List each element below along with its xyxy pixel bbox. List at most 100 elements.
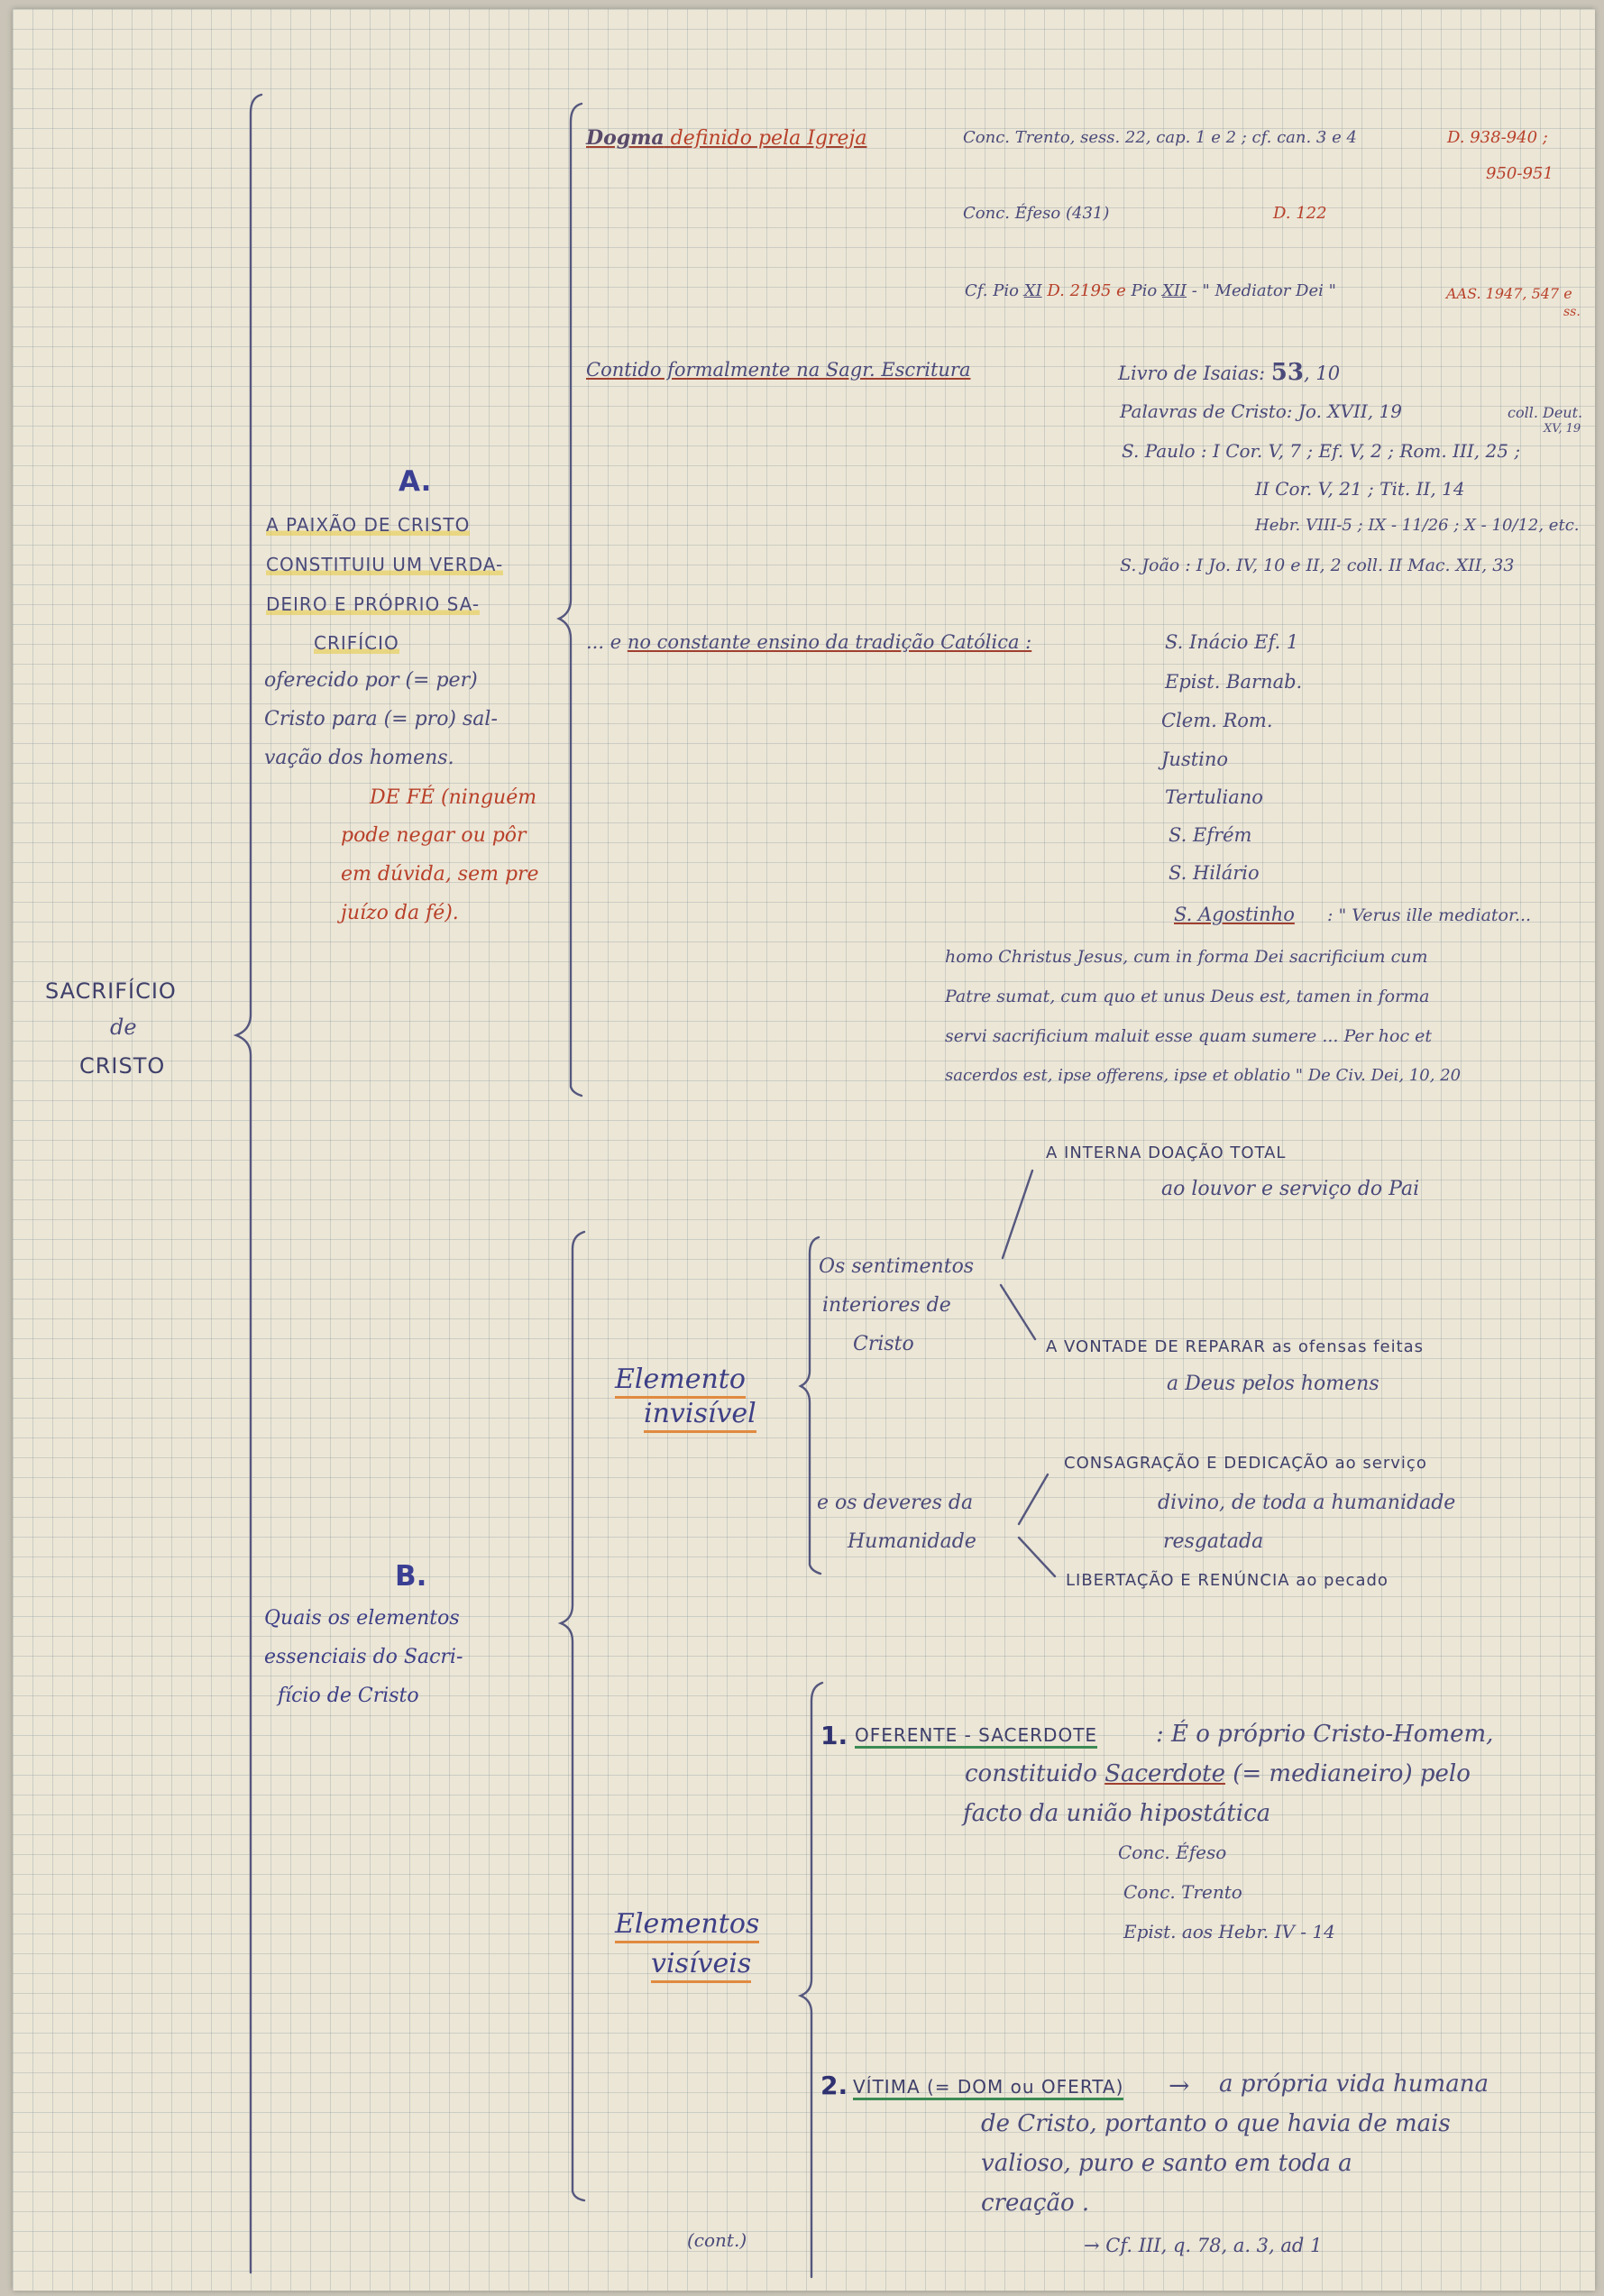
visiveis-item-2-text-4: creação . (981, 2190, 1090, 2217)
tradicao-author-1: S. Inácio Ef. 1 (1165, 631, 1299, 653)
section-b-line-2: essenciais do Sacri- (264, 1646, 463, 1668)
invisivel-label-1: Elemento (615, 1364, 746, 1399)
invisivel-label-2: invisível (644, 1398, 756, 1433)
escritura-isaias-text: Livro de Isaias: (1118, 363, 1266, 384)
visiveis-item-1-text-1: : É o próprio Cristo-Homem, (1156, 1721, 1494, 1748)
root-title-line2: de (110, 1015, 137, 1040)
dogma-label: Dogma definido pela Igreja (586, 126, 866, 151)
visiveis-item-1-num: 1. (820, 1721, 848, 1750)
visiveis-item-2-text-2: de Cristo, portanto o que havia de mais (981, 2110, 1451, 2137)
dogma-aas-1: AAS. 1947, 547 e (1446, 285, 1572, 302)
visiveis-item-2-ref: → Cf. III, q. 78, a. 3, ad 1 (1084, 2235, 1323, 2256)
visiveis-item-1-text-2: constituido Sacerdote (= medianeiro) pel… (965, 1760, 1471, 1788)
escritura-joao: S. João : I Jo. IV, 10 e II, 2 coll. II … (1120, 556, 1515, 575)
invisivel-sent-3: Cristo (853, 1333, 914, 1355)
visiveis-label-2: visíveis (651, 1948, 752, 1983)
dogma-efeso: Conc. Éfeso (431) (963, 204, 1110, 223)
visiveis-ref-1: Conc. Éfeso (1118, 1841, 1227, 1863)
invisivel-reparar-1: A VONTADE DE REPARAR as ofensas feitas (1046, 1335, 1424, 1358)
section-a-fe-2: pode negar ou pôr (341, 824, 527, 847)
section-a-fe-1: DE FÉ (ninguém (370, 786, 537, 809)
section-b-line-3: fício de Cristo (278, 1685, 419, 1707)
escritura-isaias: Livro de Isaias: 53, 10 (1118, 359, 1340, 387)
dogma-trento-ref-2: 950-951 (1486, 164, 1554, 183)
dogma-pio-2: Pio (1131, 281, 1158, 300)
visiveis-label-1: Elementos (615, 1908, 760, 1943)
dogma-label-rest: definido pela Igreja (670, 127, 867, 150)
dogma-pio-2-doc: - " Mediator Dei " (1191, 281, 1336, 300)
dogma-pio-1: Cf. Pio (965, 281, 1019, 300)
visiveis-item-2-text-1: a própria vida humana (1219, 2071, 1489, 2098)
section-a-fe-4: juízo da fé). (341, 902, 459, 924)
root-title-line3: CRISTO (79, 1053, 166, 1079)
dogma-aas-2: ss. (1563, 305, 1581, 319)
section-a-text-2: Cristo para (= pro) sal- (264, 708, 498, 730)
section-b-line-1: Quais os elementos (264, 1607, 460, 1630)
dogma-pio: Cf. Pio XI D. 2195 e Pio XII - " Mediato… (965, 281, 1336, 301)
dogma-trento-ref-1: D. 938-940 ; (1447, 128, 1548, 147)
invisivel-consagr-1: CONSAGRAÇÃO E DEDICAÇÃO ao serviço (1064, 1454, 1427, 1473)
visiveis-item-1-text-2c: (= medianeiro) pelo (1233, 1760, 1471, 1787)
invisivel-sent-2: interiores de (822, 1294, 951, 1317)
dogma-pio-1-ref: D. 2195 e (1047, 281, 1126, 300)
escritura-isaias-verse: , 10 (1303, 363, 1341, 384)
escritura-cristo: Palavras de Cristo: Jo. XVII, 19 (1120, 400, 1402, 422)
escritura-coll-2: XV, 19 (1544, 422, 1581, 436)
section-a-text-3: vação dos homens. (264, 747, 454, 769)
tradicao-quote-2: homo Christus Jesus, cum in forma Dei sa… (945, 947, 1428, 967)
tradicao-author-4: Justino (1161, 748, 1229, 770)
section-a-letter: A. (399, 465, 432, 498)
section-b-letter: B. (395, 1560, 427, 1593)
tradicao-prefix: ... e (586, 631, 622, 653)
invisivel-libert: LIBERTAÇÃO E RENÚNCIA ao pecado (1066, 1571, 1389, 1590)
invisivel-consagr-2: divino, de toda a humanidade (1158, 1492, 1456, 1514)
escritura-coll-1: coll. Deut. (1508, 404, 1583, 421)
visiveis-item-1-text-3: facto da união hipostática (963, 1800, 1271, 1827)
tradicao-line: ... e no constante ensino da tradição Ca… (586, 631, 1031, 654)
dogma-label-bold: Dogma (586, 126, 665, 150)
dogma-trento: Conc. Trento, sess. 22, cap. 1 e 2 ; cf.… (963, 128, 1357, 147)
dogma-efeso-ref: D. 122 (1273, 204, 1327, 223)
visiveis-item-1-text-2a: constituido (965, 1760, 1097, 1787)
dogma-pio-2-num: XII (1161, 281, 1187, 300)
visiveis-item-1-text-2b: Sacerdote (1104, 1760, 1225, 1787)
tradicao-quote-1: : " Verus ille mediator... (1327, 905, 1532, 925)
visiveis-item-2-text-3: valioso, puro e santo em toda a (981, 2150, 1352, 2177)
visiveis-item-1-label: OFERENTE - SACERDOTE (855, 1724, 1098, 1749)
invisivel-doacao-1: A INTERNA DOAÇÃO TOTAL (1046, 1143, 1287, 1162)
visiveis-ref-2: Conc. Trento (1123, 1881, 1242, 1903)
footer-cont: (cont.) (687, 2229, 747, 2251)
escritura-paulo-2: II Cor. V, 21 ; Tit. II, 14 (1255, 478, 1465, 500)
tradicao-author-6: S. Efrém (1169, 824, 1252, 846)
invisivel-deveres-1: e os deveres da (817, 1492, 974, 1514)
tradicao-author-7: S. Hilário (1169, 862, 1260, 884)
dogma-pio-1-num: XI (1023, 281, 1042, 300)
section-a-text-1: oferecido por (= per) (264, 669, 478, 692)
tradicao-author-5: Tertuliano (1165, 786, 1263, 808)
tradicao-quote-3: Patre sumat, cum quo et unus Deus est, t… (945, 987, 1430, 1006)
escritura-paulo-3: Hebr. VIII-5 ; IX - 11/26 ; X - 10/12, e… (1255, 516, 1580, 535)
paper-sheet (13, 9, 1595, 2291)
tradicao-agostinho: S. Agostinho (1174, 904, 1295, 925)
escritura-label: Contido formalmente na Sagr. Escritura (586, 359, 971, 381)
visiveis-ref-3: Epist. aos Hebr. IV - 14 (1123, 1921, 1335, 1942)
invisivel-reparar-2: a Deus pelos homens (1167, 1373, 1379, 1395)
section-a-caps-2: CONSTITUIU UM VERDA- (266, 554, 504, 575)
invisivel-sent-1: Os sentimentos (819, 1255, 975, 1278)
invisivel-deveres-2: Humanidade (848, 1530, 976, 1553)
tradicao-quote-5: sacerdos est, ipse offerens, ipse et obl… (945, 1066, 1462, 1085)
tradicao-quote-4: servi sacrificium maluit esse quam sumer… (945, 1026, 1433, 1046)
section-a-caps-3: DEIRO E PRÓPRIO SA- (266, 593, 481, 615)
tradicao-author-2: Epist. Barnab. (1165, 671, 1303, 693)
section-a-fe-3: em dúvida, sem pre (341, 863, 539, 886)
invisivel-reparar-caps: A VONTADE DE REPARAR as ofensas feitas (1046, 1337, 1425, 1356)
escritura-paulo-1: S. Paulo : I Cor. V, 7 ; Ef. V, 2 ; Rom.… (1122, 440, 1521, 462)
visiveis-item-2-num: 2. (820, 2071, 848, 2100)
visiveis-item-2-arrow: → (1169, 2071, 1190, 2100)
section-a-caps-1: A PAIXÃO DE CRISTO (266, 514, 471, 536)
invisivel-doacao-2: ao louvor e serviço do Pai (1161, 1178, 1420, 1200)
tradicao-author-3: Clem. Rom. (1161, 710, 1273, 731)
section-a-caps-4: CRIFÍCIO (314, 632, 399, 654)
tradicao-label: no constante ensino da tradição Católica… (627, 631, 1032, 653)
escritura-isaias-num: 53 (1270, 359, 1304, 386)
